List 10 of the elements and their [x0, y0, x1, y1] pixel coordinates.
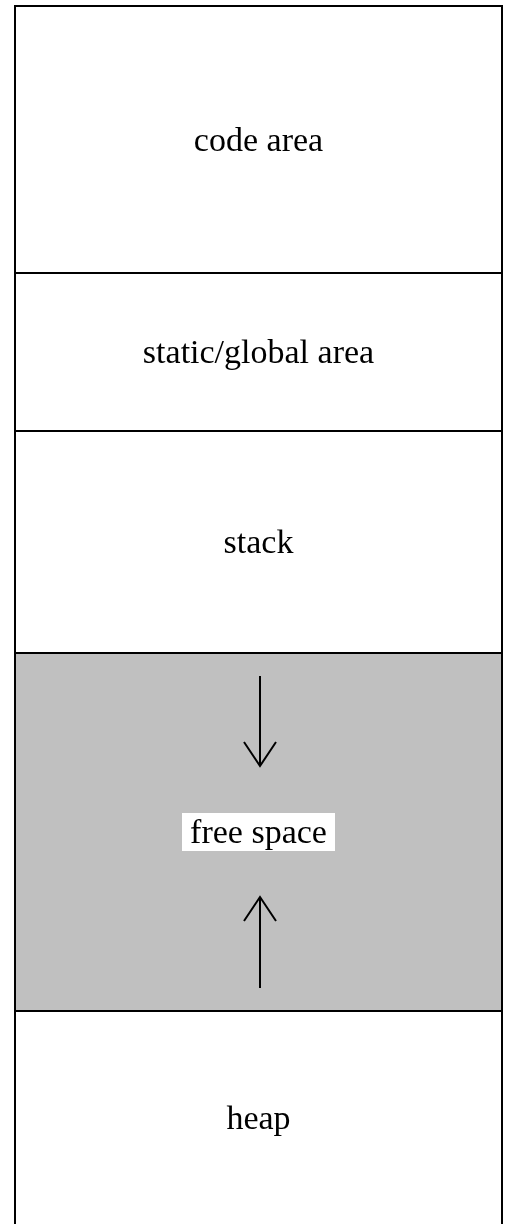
memory-band — [14, 430, 503, 654]
band-label: free space — [182, 813, 335, 851]
band-label: heap — [226, 1099, 291, 1137]
memory-band — [14, 1010, 503, 1224]
band-label: stack — [223, 523, 294, 561]
memory-band — [14, 652, 503, 1012]
memory-band — [14, 5, 503, 274]
band-label: code area — [193, 120, 324, 159]
memory-band — [14, 272, 503, 432]
band-label: static/global area — [142, 333, 375, 371]
